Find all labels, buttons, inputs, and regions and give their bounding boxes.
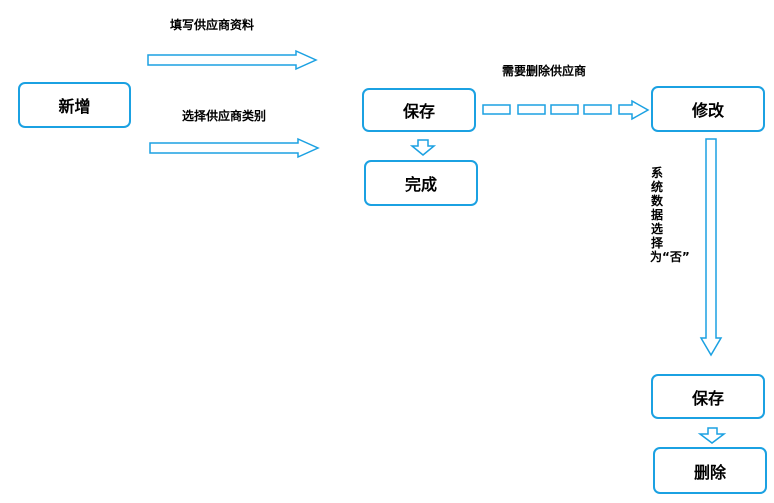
label-system-data: 系统数据选择为“否” (650, 166, 690, 264)
dash-3 (550, 104, 579, 115)
dash-2 (517, 104, 546, 115)
node-delete: 删除 (653, 447, 767, 494)
dash-arrow-head (618, 99, 650, 121)
arrow-choose-category (149, 137, 320, 159)
arrow-save-to-delete (697, 427, 727, 444)
node-save: 保存 (362, 88, 476, 132)
label-need-delete: 需要删除供应商 (502, 64, 587, 78)
node-add: 新增 (18, 82, 131, 128)
node-done: 完成 (364, 160, 478, 206)
arrow-fill-info (147, 49, 318, 71)
dash-1 (482, 104, 511, 115)
node-save-2: 保存 (651, 374, 765, 419)
label-choose-category: 选择供应商类别 (182, 109, 267, 123)
arrow-save-to-done (409, 139, 437, 156)
dash-4 (583, 104, 612, 115)
node-modify: 修改 (651, 86, 765, 132)
label-fill-info: 填写供应商资料 (170, 18, 255, 32)
arrow-modify-to-save (699, 138, 723, 357)
